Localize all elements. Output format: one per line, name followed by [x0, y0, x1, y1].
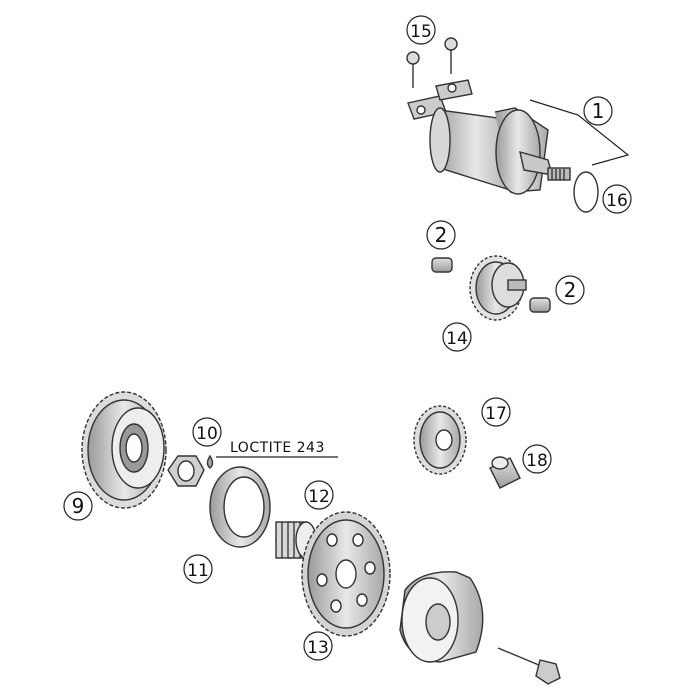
callout-label: 17 [485, 404, 507, 424]
bushing-right [529, 297, 551, 313]
callout-15: 15 [406, 15, 436, 45]
callout-label: 15 [410, 22, 432, 42]
starter-ring-gear [81, 391, 167, 509]
bushing-left [431, 257, 453, 273]
starter-bolts [406, 37, 458, 88]
callout-13: 13 [303, 631, 333, 661]
callout-16: 16 [602, 184, 632, 214]
callout-11: 11 [183, 554, 213, 584]
flywheel-rotor [399, 571, 484, 663]
callout-17: 17 [481, 397, 511, 427]
callout-label: 2 [435, 223, 448, 247]
callout-label: 18 [526, 451, 548, 471]
starter-motor [407, 79, 571, 195]
starter-gear-large [301, 511, 391, 637]
callout-14: 14 [442, 322, 472, 352]
callout-label: 2 [564, 278, 577, 302]
loctite-drop [206, 454, 214, 469]
idler-gear [469, 255, 527, 321]
callout-9: 9 [63, 491, 93, 521]
gear-shaft [489, 456, 521, 489]
callout-label: 14 [446, 329, 468, 349]
callout-label: 10 [196, 424, 218, 444]
callout-label: 16 [606, 191, 628, 211]
flywheel-bolt [497, 647, 561, 685]
callout-label: 9 [72, 494, 85, 518]
bearing-race [209, 466, 271, 548]
callout-label: 11 [187, 561, 209, 581]
o-ring [573, 171, 599, 213]
callout-10: 10 [192, 417, 222, 447]
callout-label: 12 [308, 487, 330, 507]
small-gear [413, 405, 467, 475]
callout-2b: 2 [555, 275, 585, 305]
callout-label: 1 [592, 99, 605, 123]
callout-18: 18 [522, 444, 552, 474]
callout-label: 13 [307, 638, 329, 658]
callout-1: 1 [583, 96, 613, 126]
callout-2a: 2 [426, 220, 456, 250]
callout-12: 12 [304, 480, 334, 510]
hex-nut [167, 455, 205, 487]
loctite-note: LOCTITE 243 [230, 440, 325, 456]
